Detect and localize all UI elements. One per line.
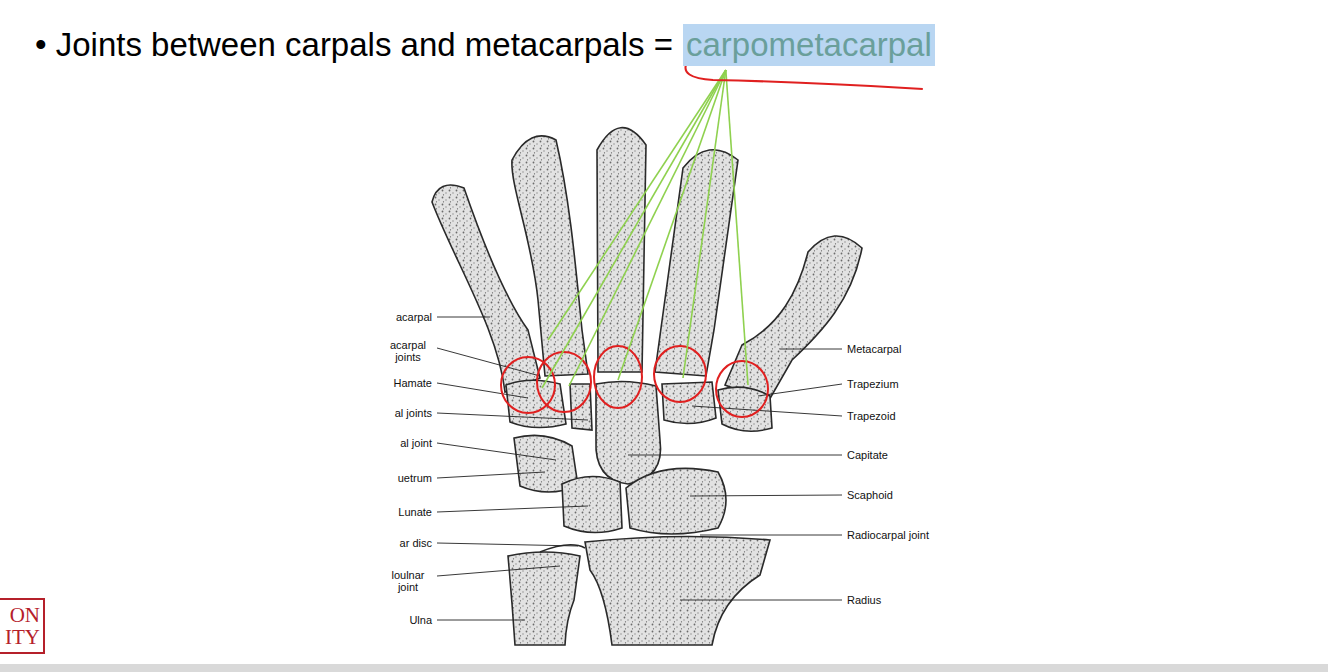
part-label: al joints (395, 407, 432, 419)
part-label: Capitate (847, 449, 888, 461)
pointer-line (726, 70, 748, 385)
part-label: acarpal joints (382, 339, 434, 363)
part-label: Radiocarpal joint (847, 529, 929, 541)
part-label: Trapezium (847, 378, 899, 390)
pointer-line (542, 70, 726, 388)
pointer-line (569, 70, 726, 386)
part-label: Radius (847, 594, 881, 606)
part-label: al joint (400, 437, 432, 449)
part-label: Scaphoid (847, 489, 893, 501)
part-label: acarpal (396, 311, 432, 323)
leader-lines (437, 317, 842, 620)
part-label: Lunate (398, 506, 432, 518)
pointer-line (548, 70, 726, 340)
part-label: Ulna (409, 614, 432, 626)
slide-title: • Joints between carpals and metacarpals… (35, 26, 673, 64)
part-label: loulnar joint (382, 569, 434, 593)
part-label: Metacarpal (847, 343, 901, 355)
part-label: ar disc (400, 537, 432, 549)
logo-box: ON ITY (0, 598, 45, 654)
joint-circles (501, 346, 768, 417)
highlighted-term: carpometacarpal (683, 24, 935, 66)
part-label: uetrum (398, 472, 432, 484)
pointer-line (618, 70, 726, 380)
red-underline (685, 62, 922, 89)
pointer-line (683, 70, 726, 378)
part-label: Hamate (393, 377, 432, 389)
part-label: Trapezoid (847, 410, 896, 422)
logo-text: ON ITY (0, 604, 40, 648)
